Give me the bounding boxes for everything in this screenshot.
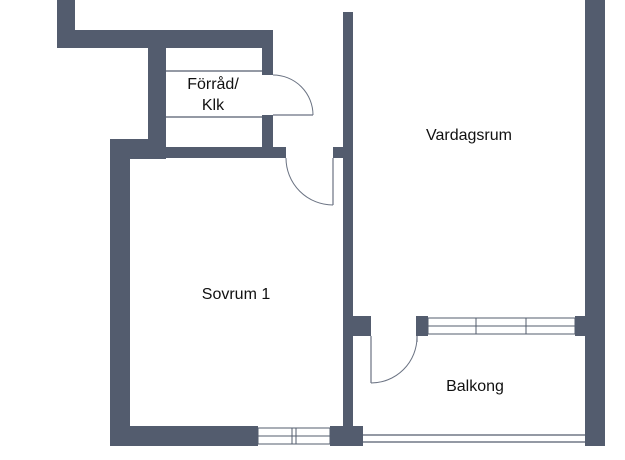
wall-bedroom-top: [110, 147, 286, 158]
balcony-door-swing: [370, 336, 418, 384]
walls: [57, 0, 605, 446]
wall-bedroom-left: [110, 139, 130, 446]
wall-balcony-corner: [343, 316, 371, 336]
wall-corridor-left: [148, 30, 166, 150]
living-room-label: Vardagsrum: [426, 127, 512, 144]
storage-shelves: [166, 70, 262, 118]
wall-partition: [343, 147, 353, 446]
bedroom-door-swing: [285, 157, 334, 206]
wall-exterior-right: [585, 0, 605, 446]
storage-door-swing: [272, 74, 314, 116]
wall-balcony-top-stub: [416, 316, 428, 336]
storage-label-line2: Klk: [202, 97, 225, 114]
wall-storage-right: [262, 30, 273, 75]
doors: [272, 74, 418, 384]
wall-partition-upper: [343, 12, 353, 157]
storage-label-line1: Förråd/: [187, 75, 239, 93]
balcony-label: Balkong: [446, 378, 504, 395]
wall-bedroom-bottom-left: [110, 426, 258, 446]
wall-storage-right-lower: [262, 115, 273, 158]
room-labels: Förråd/ Klk Vardagsrum Sovrum 1 Balkong: [187, 75, 512, 395]
windows: [257, 317, 585, 445]
bedroom-label: Sovrum 1: [202, 286, 271, 303]
